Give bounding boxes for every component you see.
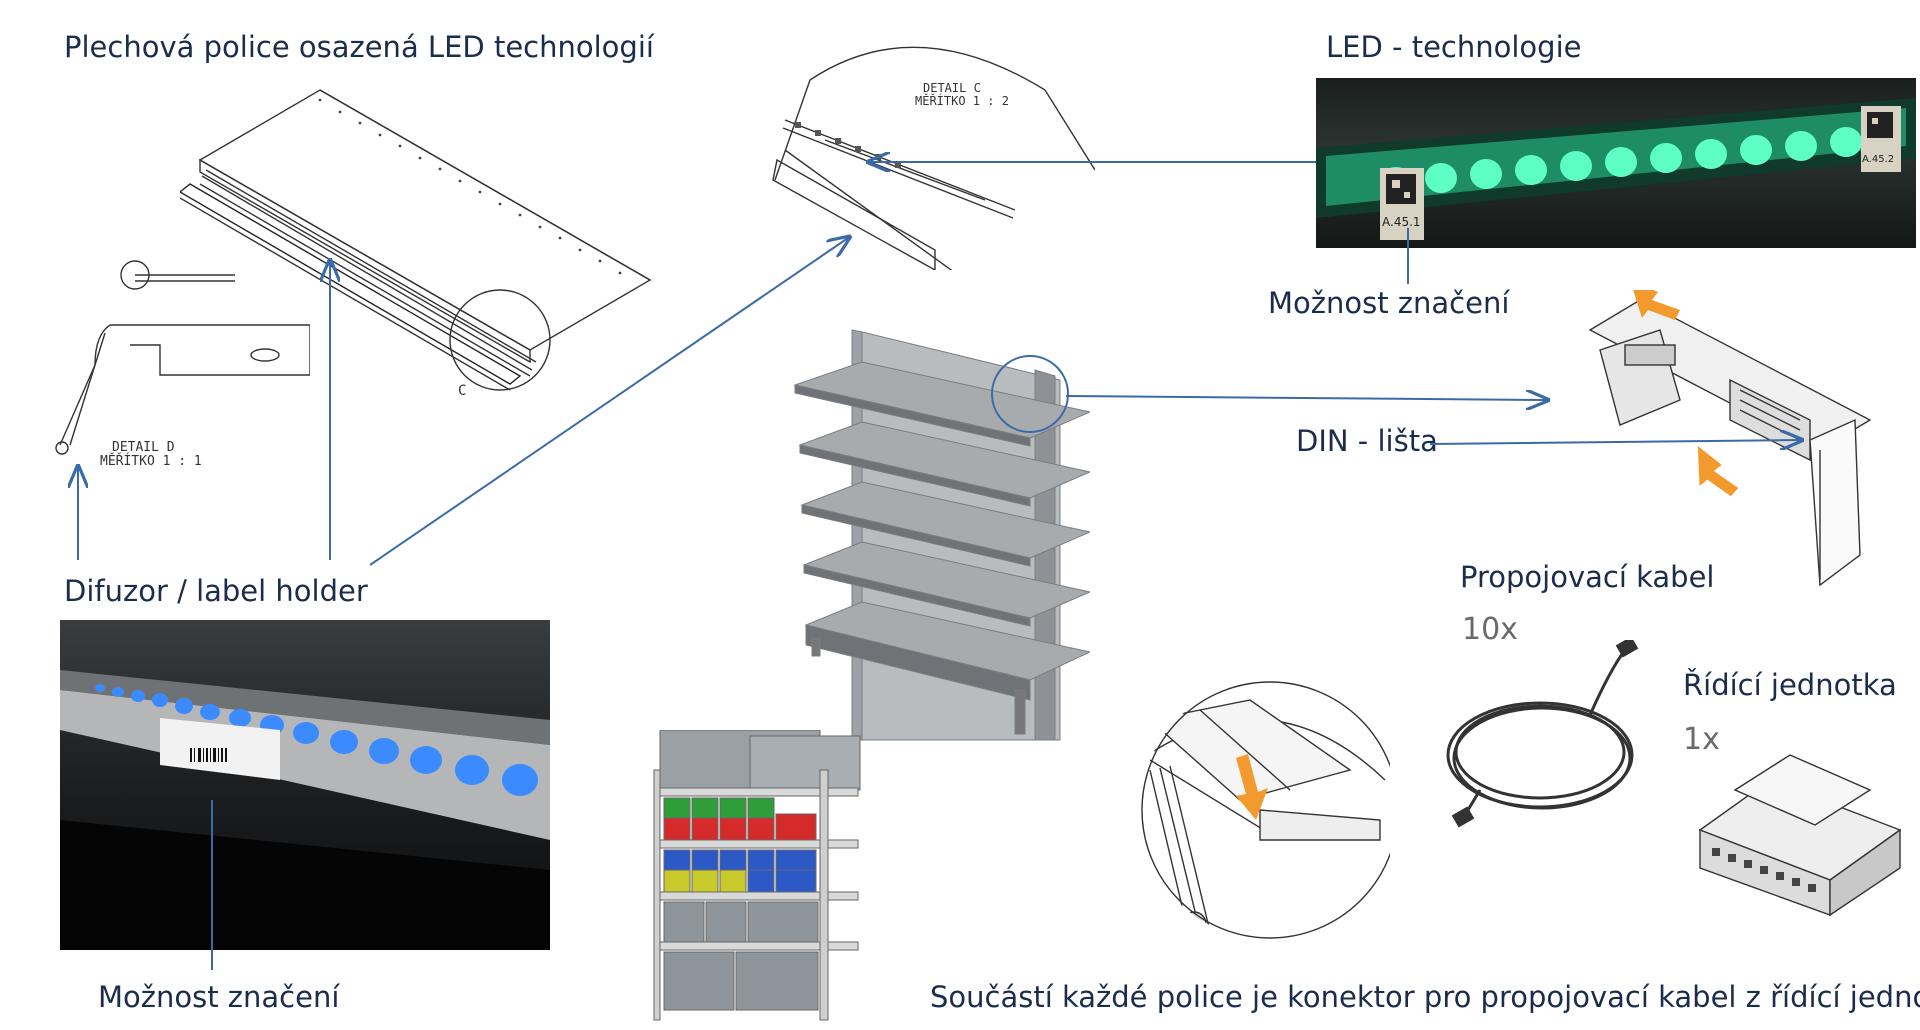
led-technology-photo: A.45.1 A.45.2 (1316, 78, 1916, 248)
detail-d-title: DETAIL D (112, 440, 175, 455)
gondola-shelving-unit (793, 329, 1090, 741)
cable-plug-bottom (1451, 806, 1475, 828)
connection-cable-image (1446, 640, 1639, 828)
detail-c-scale: MĚŘÍTKO 1 : 2 (915, 93, 1009, 108)
diffuser-label: Difuzor / label holder (64, 574, 368, 608)
led-technology-title: LED - technologie (1326, 30, 1582, 64)
marking-option-bottom: Možnost značení (98, 980, 340, 1014)
control-unit-title: Řídící jednotka (1683, 668, 1897, 702)
arrow-to-detail-c (369, 238, 848, 566)
din-rail-label: DIN - lišta (1296, 424, 1438, 458)
detail-c-drawing: DETAIL C MĚŘÍTKO 1 : 2 (772, 46, 1095, 270)
connector-note: Součástí každé police je konektor pro pr… (930, 980, 1920, 1014)
connector-detail-circle (1141, 681, 1390, 939)
shelf-technical-drawing: C (180, 89, 652, 399)
orange-arrow-connector (1236, 754, 1268, 820)
din-rail-drawing (1588, 290, 1872, 587)
storage-rack-with-bins (653, 730, 861, 1021)
arrow-to-din-drawing (1065, 396, 1546, 400)
diffuser-blue-led-photo (60, 620, 550, 950)
orange-arrow-top (1633, 290, 1680, 320)
detail-c-callout-circle (449, 289, 551, 391)
detail-d-scale: MĚŘÍTKO 1 : 1 (100, 453, 202, 469)
cable-plug-top (1615, 640, 1639, 658)
control-unit-quantity: 1x (1683, 722, 1720, 757)
callout-c-letter: C (458, 383, 466, 399)
connector-detail-drawing (1140, 681, 1390, 940)
control-unit-image (1698, 754, 1902, 917)
qr-tag-left-text: A.45.1 (1382, 215, 1421, 229)
label-strip (160, 718, 280, 780)
marking-option-top: Možnost značení (1268, 286, 1510, 320)
cable-quantity: 10x (1462, 612, 1518, 647)
orange-arrow-bottom (1697, 446, 1739, 497)
qr-tag-right-text: A.45.2 (1862, 154, 1894, 165)
din-rail-callout-circle (991, 355, 1069, 433)
arrow-din-rail (1429, 440, 1800, 444)
shelf-title: Plechová police osazená LED technologií (64, 30, 654, 64)
connection-cable-title: Propojovací kabel (1460, 560, 1715, 594)
detail-d-drawing: DETAIL D MĚŘÍTKO 1 : 1 (55, 260, 310, 469)
detail-c-title: DETAIL C (923, 81, 981, 95)
